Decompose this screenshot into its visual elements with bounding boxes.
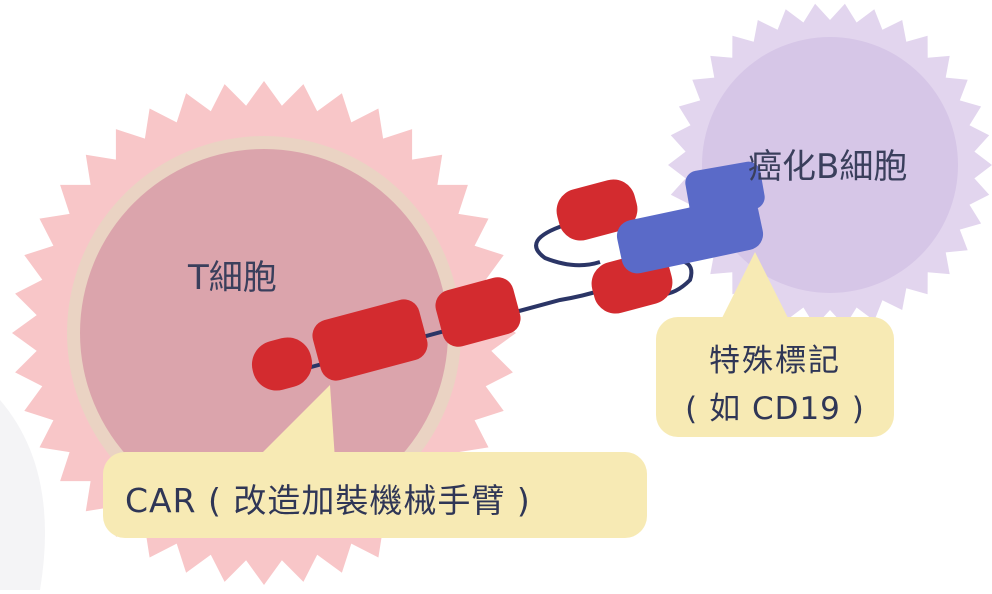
marker-callout-line2: ( 如 CD19 ): [685, 391, 865, 427]
car-callout-pointer: [255, 385, 335, 460]
marker-callout: 特殊標記 ( 如 CD19 ): [656, 317, 894, 437]
car-scfv-upper: [556, 179, 638, 241]
cd19-marker: [616, 161, 765, 274]
car-transmembrane-segment: [312, 299, 428, 381]
b-cell-body: [702, 37, 958, 293]
marker-callout-line1: 特殊標記: [709, 343, 841, 379]
t-cell-label: T細胞: [188, 258, 277, 298]
car-loop-upper: [534, 223, 601, 268]
cd19-head: [616, 196, 764, 274]
t-cell-body: [80, 149, 448, 517]
car-hinge-segment: [435, 277, 521, 347]
background-swoosh: [0, 400, 45, 590]
car-callout: CAR ( 改造加裝機械手臂 ): [103, 452, 647, 538]
b-cell-label: 癌化B細胞: [748, 147, 908, 187]
car-intracellular-domain: [251, 337, 313, 391]
car-callout-text: CAR ( 改造加裝機械手臂 ): [125, 481, 531, 520]
marker-callout-pointer: [720, 252, 790, 322]
